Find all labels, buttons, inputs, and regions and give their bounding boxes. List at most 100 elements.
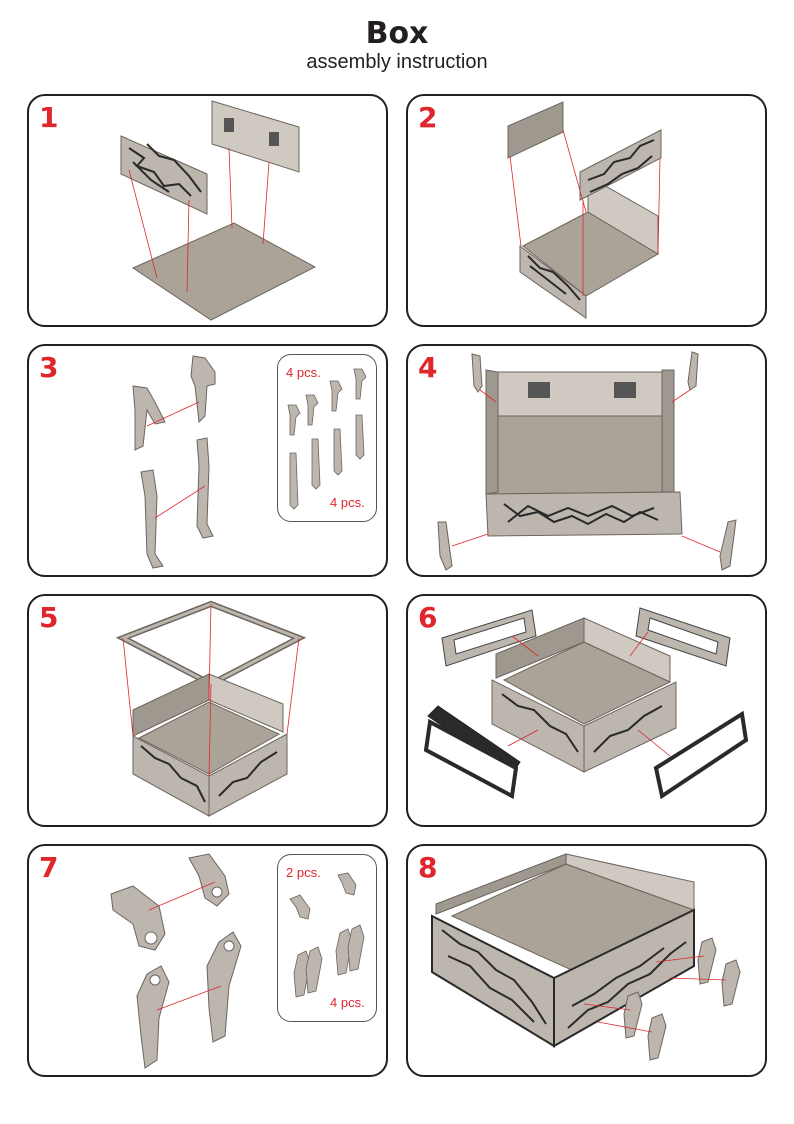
front-right-wall (553, 908, 695, 1048)
guide-line (186, 199, 190, 293)
guide-line (128, 169, 158, 279)
frame-plate-opening (453, 617, 527, 655)
guide-line (511, 635, 539, 657)
inset-parts (287, 368, 367, 510)
step-1-panel: 1 (27, 94, 388, 327)
hinge-hole (144, 931, 158, 945)
step-1-illustration (120, 100, 317, 321)
hinge-hole (149, 974, 161, 986)
guide-line (154, 485, 206, 519)
part-icon (287, 404, 301, 436)
step-number: 5 (39, 601, 59, 634)
floor-plate (131, 222, 317, 321)
step-8-panel: 8 (406, 844, 767, 1077)
parts-inset: 2 pcs. 4 pcs. (277, 854, 377, 1022)
guide-line (479, 389, 497, 403)
hinge-hole (211, 886, 223, 898)
guide-line (262, 161, 270, 245)
crack-pattern (503, 503, 659, 526)
hinge-hole (223, 940, 235, 952)
parts-inset: 4 pcs. 4 pcs. (277, 354, 377, 522)
guide-line (122, 637, 134, 737)
guide-line (208, 603, 212, 701)
left-wall (495, 617, 585, 679)
part-icon (311, 438, 321, 490)
corner-post (719, 519, 737, 571)
corner-post-leg (196, 437, 214, 539)
back-wall-panel (211, 100, 300, 173)
hinge-piece (188, 853, 230, 907)
hinge-leg (697, 937, 717, 985)
bottom-quantity-label: 4 pcs. (330, 995, 365, 1010)
crack-pattern (501, 693, 663, 753)
step-number: 7 (39, 851, 59, 884)
top-quantity-label: 4 pcs. (286, 365, 321, 380)
guide-line (583, 1003, 631, 1011)
page-subtitle: assembly instruction (306, 51, 488, 73)
loose-patterned-panel (579, 129, 662, 201)
guide-line (597, 1021, 653, 1033)
box-floor (137, 701, 281, 775)
dark-frame-plate (423, 718, 519, 800)
vent-slots (269, 132, 279, 146)
step-number: 1 (39, 101, 59, 134)
corner-post-top (132, 385, 166, 451)
corner-post-leg (140, 469, 164, 569)
step-number: 3 (39, 351, 59, 384)
loose-plain-panel (507, 101, 564, 159)
left-wall (132, 673, 210, 737)
step-4-panel: 4 (406, 344, 767, 577)
hinge-leg (647, 1013, 667, 1061)
guide-line (286, 637, 300, 735)
right-wall (661, 369, 675, 493)
guide-line (671, 389, 691, 403)
corner-post (471, 353, 483, 393)
step-2-panel: 2 (406, 94, 767, 327)
part-icon (305, 946, 323, 994)
hinge-leg (721, 959, 741, 1007)
step-7-illustration (110, 853, 242, 1069)
hinge-leg (206, 931, 242, 1043)
guide-line (156, 985, 222, 1011)
step-6-panel: 6 (406, 594, 767, 827)
guide-line (146, 401, 200, 427)
guide-line (208, 683, 212, 777)
left-wall (485, 369, 499, 495)
guide-line (681, 535, 721, 553)
guide-line (655, 955, 705, 963)
hinge-leg (136, 965, 170, 1069)
patterned-side-panel (120, 135, 208, 215)
crack-pattern (441, 929, 687, 1029)
guide-line (637, 729, 671, 757)
crack-pattern (527, 255, 581, 301)
step-number: 4 (418, 351, 438, 384)
guide-line (562, 129, 587, 213)
front-right-wall (208, 733, 288, 817)
part-icon (289, 894, 311, 920)
corner-post (687, 351, 699, 391)
step-number: 2 (418, 101, 438, 134)
guide-line (629, 631, 649, 657)
part-icon (333, 428, 343, 476)
step-2-illustration (507, 101, 662, 319)
step-7-panel: 7 2 pcs. 4 pcs. (27, 844, 388, 1077)
guide-line (507, 729, 539, 747)
step-5-illustration (115, 600, 307, 817)
guide-line (509, 155, 522, 247)
guide-line (669, 977, 727, 981)
dark-frame-plate (653, 710, 749, 800)
part-icon (335, 928, 353, 976)
part-icon (289, 452, 299, 510)
guide-line (228, 147, 233, 229)
step-5-panel: 5 (27, 594, 388, 827)
part-icon (293, 950, 311, 998)
guide-line (148, 881, 216, 911)
guide-line (451, 533, 489, 547)
vent-slots (614, 382, 636, 398)
part-icon (347, 924, 365, 972)
vent-slots (528, 382, 550, 398)
box-floor (485, 415, 673, 495)
part-icon (353, 368, 367, 400)
hinge-leg (623, 991, 643, 1039)
crack-pattern (140, 745, 278, 803)
